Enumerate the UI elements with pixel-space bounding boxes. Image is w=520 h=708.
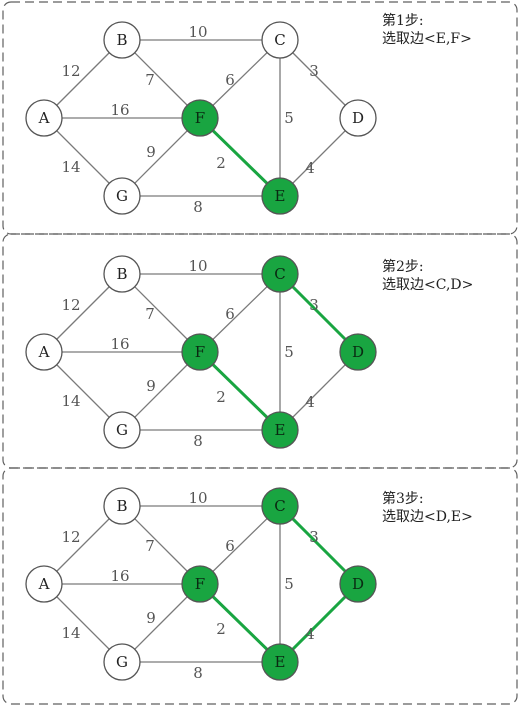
edge-weight-a-b: 12 [61, 528, 80, 546]
edge-weight-a-f: 16 [110, 101, 129, 119]
node-a [25, 99, 63, 137]
step-graph-2: 12 16 14 10 7 6 3 5 4 2 9 8 A B C D E F G [25, 255, 377, 450]
edge-weight-e-g: 8 [193, 198, 203, 216]
edge-weight-e-g: 8 [193, 432, 203, 450]
node-g [103, 177, 141, 215]
node-e [261, 177, 299, 215]
step-caption-1: 第1步: 选取边<E,F> [382, 12, 472, 48]
node-label-d: D [352, 575, 364, 593]
node-b [103, 255, 141, 293]
node-c [261, 21, 299, 59]
node-label-d: D [352, 109, 364, 127]
step-action-1: 选取边<E,F> [382, 31, 472, 47]
edge-weight-c-e: 5 [284, 343, 294, 361]
edge-weight-c-d: 3 [309, 296, 319, 314]
edge-weight-a-g: 14 [61, 158, 80, 176]
node-d [339, 333, 377, 371]
node-label-c: C [274, 265, 285, 283]
edge-weight-f-g: 9 [146, 609, 156, 627]
step-graph-3: 12 16 14 10 7 6 3 5 4 2 9 8 A B C D E F G [25, 487, 377, 682]
node-f [181, 333, 219, 371]
node-label-a: A [38, 343, 50, 361]
edge-weight-b-c: 10 [188, 489, 207, 507]
node-label-c: C [274, 497, 285, 515]
node-c [261, 255, 299, 293]
node-b [103, 487, 141, 525]
step-panel-1 [2, 1, 518, 235]
node-d [339, 99, 377, 137]
node-label-a: A [38, 109, 50, 127]
edge-weight-c-e: 5 [284, 109, 294, 127]
edge-weight-f-g: 9 [146, 143, 156, 161]
node-e [261, 643, 299, 681]
edge-weight-c-e: 5 [284, 575, 294, 593]
node-label-g: G [116, 421, 128, 439]
edge-weight-e-f: 2 [216, 388, 226, 406]
edge-weight-c-d: 3 [309, 528, 319, 546]
node-g [103, 643, 141, 681]
edge-weight-b-f: 7 [145, 71, 155, 89]
node-f [181, 99, 219, 137]
node-label-g: G [116, 653, 128, 671]
node-label-f: F [195, 343, 205, 361]
edge-weight-b-f: 7 [145, 537, 155, 555]
step-graph-1: 12 16 14 10 7 6 3 5 4 2 9 8 A B C D E F G [25, 21, 377, 216]
edge-weight-a-g: 14 [61, 392, 80, 410]
step-title-3: 第3步: [382, 491, 424, 507]
step-title-2: 第2步: [382, 259, 424, 275]
step-panel-3 [2, 467, 518, 705]
edge-weight-b-c: 10 [188, 23, 207, 41]
edge-weight-e-g: 8 [193, 664, 203, 682]
node-label-e: E [275, 421, 286, 439]
node-label-c: C [274, 31, 285, 49]
node-g [103, 411, 141, 449]
node-label-e: E [275, 187, 286, 205]
edge-weight-c-f: 6 [225, 71, 235, 89]
node-c [261, 487, 299, 525]
step-caption-2: 第2步: 选取边<C,D> [382, 258, 473, 294]
node-e [261, 411, 299, 449]
edge-weight-a-b: 12 [61, 296, 80, 314]
node-label-e: E [275, 653, 286, 671]
edge-weight-c-f: 6 [225, 537, 235, 555]
edge-weight-e-f: 2 [216, 154, 226, 172]
node-label-b: B [116, 265, 127, 283]
edge-weight-a-f: 16 [110, 567, 129, 585]
node-label-a: A [38, 575, 50, 593]
node-label-f: F [195, 575, 205, 593]
step-caption-3: 第3步: 选取边<D,E> [382, 490, 473, 526]
node-d [339, 565, 377, 603]
edge-weight-c-d: 3 [309, 62, 319, 80]
node-label-g: G [116, 187, 128, 205]
edge-weight-d-e: 4 [305, 159, 315, 177]
edge-weight-b-c: 10 [188, 257, 207, 275]
edge-weight-c-f: 6 [225, 305, 235, 323]
node-a [25, 333, 63, 371]
node-label-b: B [116, 31, 127, 49]
step-title-1: 第1步: [382, 13, 424, 29]
edge-weight-f-g: 9 [146, 377, 156, 395]
step-action-3: 选取边<D,E> [382, 509, 473, 525]
node-b [103, 21, 141, 59]
node-a [25, 565, 63, 603]
step-panel-2 [2, 233, 518, 469]
step-action-2: 选取边<C,D> [382, 277, 474, 293]
edge-weight-e-f: 2 [216, 620, 226, 638]
node-label-b: B [116, 497, 127, 515]
edge-weight-a-b: 12 [61, 62, 80, 80]
edge-weight-a-f: 16 [110, 335, 129, 353]
edge-weight-d-e: 4 [305, 625, 315, 643]
node-label-f: F [195, 109, 205, 127]
node-label-d: D [352, 343, 364, 361]
edge-weight-b-f: 7 [145, 305, 155, 323]
edge-weight-d-e: 4 [305, 393, 315, 411]
edge-weight-a-g: 14 [61, 624, 80, 642]
node-f [181, 565, 219, 603]
